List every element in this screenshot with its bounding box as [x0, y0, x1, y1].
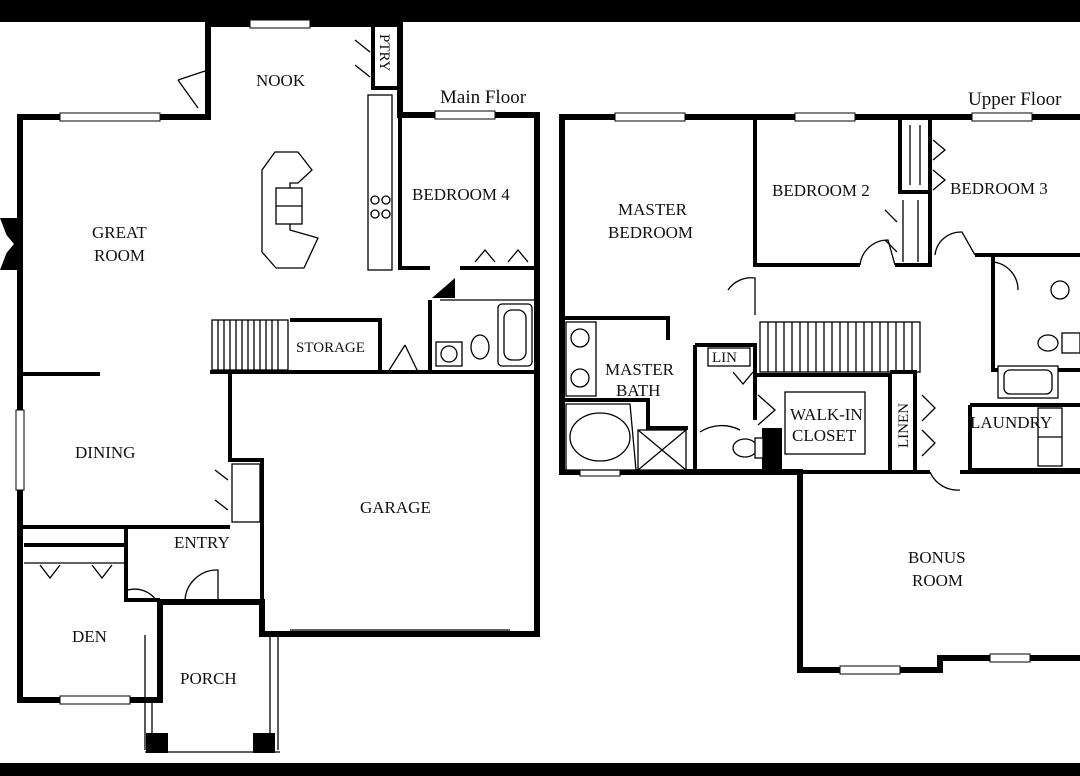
main-floor-label: Main Floor — [440, 87, 527, 108]
room-label-great-room-line1: GREAT — [92, 223, 147, 242]
room-label-bedroom-3: BEDROOM 3 — [950, 179, 1048, 198]
room-label-bonus-line1: BONUS — [908, 548, 966, 567]
top-frame-bar — [0, 0, 1080, 22]
room-label-porch: PORCH — [180, 669, 237, 688]
main-floor-plan — [0, 19, 540, 753]
room-label-master-bedroom-line2: BEDROOM — [608, 223, 693, 242]
room-label-master-bath-line2: BATH — [616, 381, 660, 400]
room-label-nook: NOOK — [256, 71, 306, 90]
room-label-walk-in-line1: WALK-IN — [790, 405, 863, 424]
room-label-linen-small: LIN — [712, 350, 737, 366]
room-label-pantry: PTRY — [376, 34, 392, 72]
room-label-master-bath-line1: MASTER — [605, 360, 675, 379]
room-label-master-bedroom-line1: MASTER — [618, 200, 688, 219]
bottom-frame-bar — [0, 763, 1080, 776]
room-label-garage: GARAGE — [360, 498, 431, 517]
upper-floor-label: Upper Floor — [968, 89, 1062, 110]
room-label-entry: ENTRY — [174, 533, 230, 552]
room-label-bonus-line2: ROOM — [912, 571, 963, 590]
upper-floor-plan — [559, 112, 1080, 675]
room-label-den: DEN — [72, 627, 107, 646]
room-label-great-room-line2: ROOM — [94, 246, 145, 265]
room-label-storage: STORAGE — [296, 340, 365, 356]
room-label-linen: LINEN — [896, 403, 912, 448]
room-label-dining: DINING — [75, 443, 135, 462]
room-label-laundry: LAUNDRY — [970, 413, 1052, 432]
room-label-walk-in-line2: CLOSET — [792, 426, 857, 445]
room-label-bedroom-2: BEDROOM 2 — [772, 181, 870, 200]
room-label-bedroom-4: BEDROOM 4 — [412, 185, 510, 204]
